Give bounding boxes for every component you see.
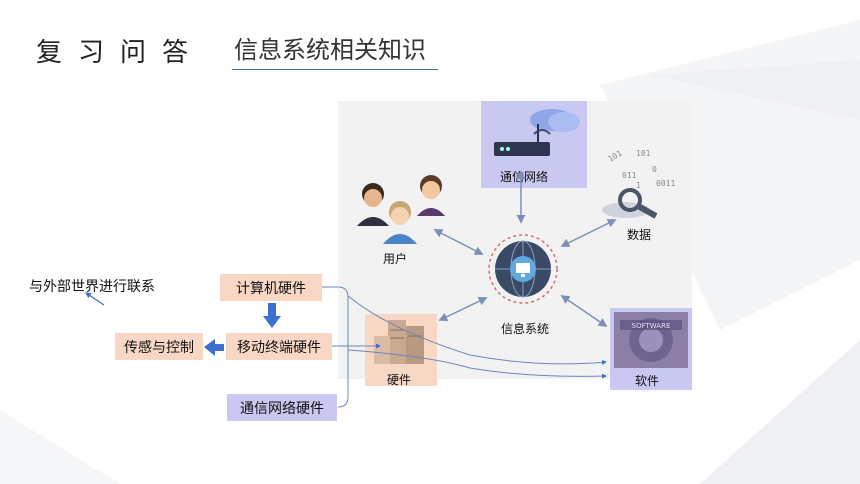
center-label: 信息系统: [501, 322, 550, 336]
hardware-label: 硬件: [387, 373, 412, 387]
title-underline: [232, 69, 438, 70]
sensing-control-box: 传感与控制: [115, 333, 203, 360]
svg-text:0011: 0011: [656, 179, 675, 188]
software-logo-text: SOFTWARE: [632, 322, 671, 330]
software-label: 软件: [635, 374, 660, 388]
globe-icon: [488, 234, 558, 304]
data-magnifier-icon: 101 101 011 0 1 0011: [602, 149, 675, 219]
router-icon: [494, 109, 580, 156]
data-label: 数据: [627, 228, 652, 242]
computer-hardware-box: 计算机硬件: [220, 274, 322, 301]
external-world-text: 与外部世界进行联系: [29, 279, 155, 295]
users-icon: [357, 175, 445, 244]
svg-text:1: 1: [636, 181, 641, 190]
svg-text:0: 0: [652, 165, 657, 174]
server-icon: [374, 320, 424, 364]
svg-text:011: 011: [622, 171, 637, 180]
software-icon: SOFTWARE: [614, 312, 688, 368]
network-hardware-box: 通信网络硬件: [227, 394, 337, 421]
page-subtitle: 信息系统相关知识: [234, 36, 426, 64]
page-title: 复习问答: [36, 38, 205, 68]
svg-text:101: 101: [636, 149, 651, 158]
users-label: 用户: [383, 252, 408, 266]
mobile-hardware-box: 移动终端硬件: [226, 333, 332, 360]
